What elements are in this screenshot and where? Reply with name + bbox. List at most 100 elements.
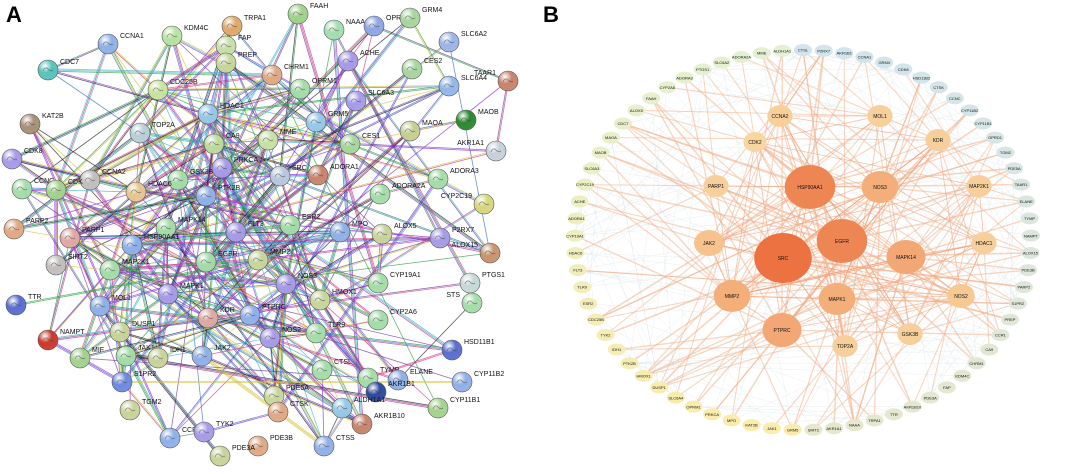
protein-node-cyp2c19[interactable]: CYP2C19 [441, 193, 495, 215]
protein-node-cyp11b2[interactable]: CYP11B2 [451, 371, 504, 393]
ring-node-disc[interactable] [712, 56, 731, 69]
hub-node-disc[interactable] [743, 132, 767, 152]
protein-node-ca9[interactable]: CA9 [203, 133, 240, 155]
protein-node-sphere[interactable] [211, 157, 233, 179]
protein-node-cyp11b1[interactable]: CYP11B1 [427, 397, 480, 419]
ring-node-disc[interactable] [658, 81, 677, 94]
ring-node-disc[interactable] [875, 56, 894, 69]
protein-node-sphere[interactable] [401, 58, 423, 80]
protein-node-kdr[interactable]: KDR [197, 307, 235, 329]
protein-node-sphere[interactable] [485, 140, 507, 162]
ring-node-ctsl[interactable]: CTSL [794, 44, 812, 56]
protein-node-esr2[interactable]: ESR2 [279, 214, 320, 236]
ring-node-disc[interactable] [814, 44, 833, 57]
ring-node-grm5[interactable]: GRM5 [783, 423, 802, 436]
protein-node-ptprc[interactable]: PTPRC [239, 304, 286, 326]
protein-node-sphere[interactable] [195, 251, 217, 273]
ring-node-tyk2[interactable]: TYK2 [596, 329, 615, 341]
ring-node-disc[interactable] [835, 47, 854, 60]
protein-node-sphere[interactable] [99, 259, 121, 281]
protein-node-sphere[interactable] [159, 427, 181, 449]
protein-node-p2rx7[interactable]: P2RX7 [429, 227, 474, 249]
protein-node-dusp1[interactable]: DUSP1 [109, 321, 155, 343]
ring-node-disc[interactable] [642, 92, 661, 105]
ring-node-flt3[interactable]: FLT3 [568, 264, 587, 277]
ring-node-chrm1[interactable]: CHRM1 [967, 357, 986, 370]
protein-node-trpa1[interactable]: TRPA1 [221, 15, 266, 37]
ring-node-disc[interactable] [596, 329, 615, 341]
protein-node-pde3a[interactable]: PDE3A [209, 445, 255, 467]
protein-node-maob[interactable]: MAOB [455, 109, 499, 131]
protein-node-sphere[interactable] [167, 169, 189, 191]
protein-node-tlr9[interactable]: TLR9 [305, 322, 345, 344]
protein-node-sphere[interactable] [225, 221, 247, 243]
protein-node-sphere[interactable] [79, 169, 101, 191]
ring-node-disc[interactable] [703, 408, 722, 421]
ring-node-dusp1[interactable]: DUSP1 [650, 381, 669, 394]
ring-node-disc[interactable] [1014, 281, 1033, 294]
ring-node-adora2a[interactable]: ADORA2A [732, 51, 751, 64]
ring-node-disc[interactable] [613, 117, 632, 130]
protein-node-sphere[interactable] [307, 164, 329, 186]
ring-node-cyp11b2[interactable]: CYP11B2 [960, 104, 979, 117]
ring-node-disc[interactable] [591, 146, 610, 159]
protein-node-sphere[interactable] [125, 181, 147, 203]
protein-node-ctsl[interactable]: CTSL [311, 359, 352, 381]
ring-node-disc[interactable] [620, 357, 639, 370]
hub-node-disc[interactable] [966, 175, 992, 197]
protein-node-nos3[interactable]: NOS3 [275, 273, 317, 295]
ring-node-tlr9[interactable]: TLR9 [573, 281, 592, 294]
ring-node-disc[interactable] [937, 381, 956, 394]
protein-node-flt3[interactable]: FLT3 [225, 221, 264, 243]
protein-node-sphere[interactable] [1, 148, 23, 170]
ring-node-disc[interactable] [1021, 229, 1040, 242]
ring-node-disc[interactable] [675, 71, 694, 84]
protein-node-sphere[interactable] [479, 242, 501, 264]
protein-node-aldh1a1[interactable]: ALDH1A1 [331, 397, 385, 419]
protein-node-idh1[interactable]: IDH1 [147, 347, 186, 369]
hub-node-disc[interactable] [767, 105, 793, 127]
hub-node-gsk3b[interactable]: GSK3B [897, 323, 923, 345]
protein-node-sphere[interactable] [367, 309, 389, 331]
ring-node-kdm4c[interactable]: KDM4C [953, 369, 972, 382]
ring-node-disc[interactable] [568, 264, 587, 277]
ring-node-disc[interactable] [894, 63, 913, 76]
ring-node-faah[interactable]: FAAH [642, 92, 661, 105]
protein-node-sphere[interactable] [279, 214, 301, 236]
ring-node-adora1[interactable]: ADORA1 [567, 212, 586, 225]
ring-node-parp2[interactable]: PARP2 [1014, 281, 1033, 294]
ring-node-alox5[interactable]: ALOX5 [627, 104, 646, 117]
ring-node-disc[interactable] [794, 44, 812, 56]
protein-node-sphere[interactable] [287, 3, 309, 25]
protein-node-map2k1[interactable]: MAP2K1 [99, 259, 150, 281]
protein-node-sphere[interactable] [121, 234, 143, 256]
ring-node-disc[interactable] [825, 422, 844, 435]
protein-node-jak2[interactable]: JAK2 [191, 345, 231, 367]
protein-node-sphere[interactable] [369, 183, 391, 205]
protein-node-alox5[interactable]: ALOX5 [371, 223, 417, 245]
ring-node-disc[interactable] [865, 414, 884, 427]
ring-node-cdc7[interactable]: CDC7 [613, 117, 632, 130]
protein-node-nos2[interactable]: NOS2 [259, 327, 301, 349]
protein-node-kat2b[interactable]: KAT2B [19, 113, 64, 135]
protein-node-sphere[interactable] [311, 359, 333, 381]
protein-node-hmox1[interactable]: HMOX1 [309, 289, 357, 311]
protein-node-sphere[interactable] [337, 50, 359, 72]
protein-node-ces1[interactable]: CES1 [339, 133, 380, 155]
protein-node-mif[interactable]: MIF [69, 347, 104, 369]
protein-node-sirt2[interactable]: SIRT2 [45, 254, 88, 276]
hub-node-mapk14[interactable]: MAPK14 [886, 240, 926, 274]
ring-node-tgm2[interactable]: TGM2 [996, 146, 1015, 159]
ring-node-disc[interactable] [903, 400, 922, 413]
protein-node-sphere[interactable] [257, 129, 279, 151]
protein-node-sphere[interactable] [111, 371, 133, 393]
protein-node-ces2[interactable]: CES2 [401, 58, 442, 80]
ring-node-disc[interactable] [567, 212, 586, 225]
protein-node-hdac1[interactable]: HDAC1 [197, 103, 244, 125]
protein-node-sphere[interactable] [195, 185, 217, 207]
protein-node-sphere[interactable] [147, 347, 169, 369]
protein-node-sphere[interactable] [451, 371, 473, 393]
ring-node-disc[interactable] [573, 281, 592, 294]
ring-node-disc[interactable] [566, 229, 585, 242]
protein-node-pde3b[interactable]: PDE3B [247, 435, 293, 457]
